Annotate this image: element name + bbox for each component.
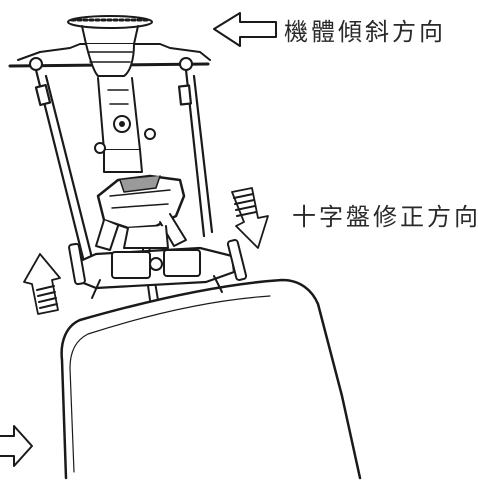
- rotor-head: [8, 15, 211, 77]
- tilt-direction-label: 機體傾斜方向: [284, 18, 446, 46]
- left-correction-arrow: [23, 253, 61, 315]
- tilt-direction-arrow: [213, 12, 277, 47]
- main-shaft: [94, 77, 156, 173]
- swashplate-correction-arrow: [231, 187, 269, 249]
- swashplate-correction-label: 十字盤修正方向: [292, 203, 478, 231]
- swashplate: [95, 174, 187, 301]
- pitch-linkage-rods: [34, 68, 214, 264]
- servo-block: [68, 239, 248, 299]
- fuselage-body: [60, 278, 362, 480]
- body-tilt-left-arrow: [0, 425, 33, 467]
